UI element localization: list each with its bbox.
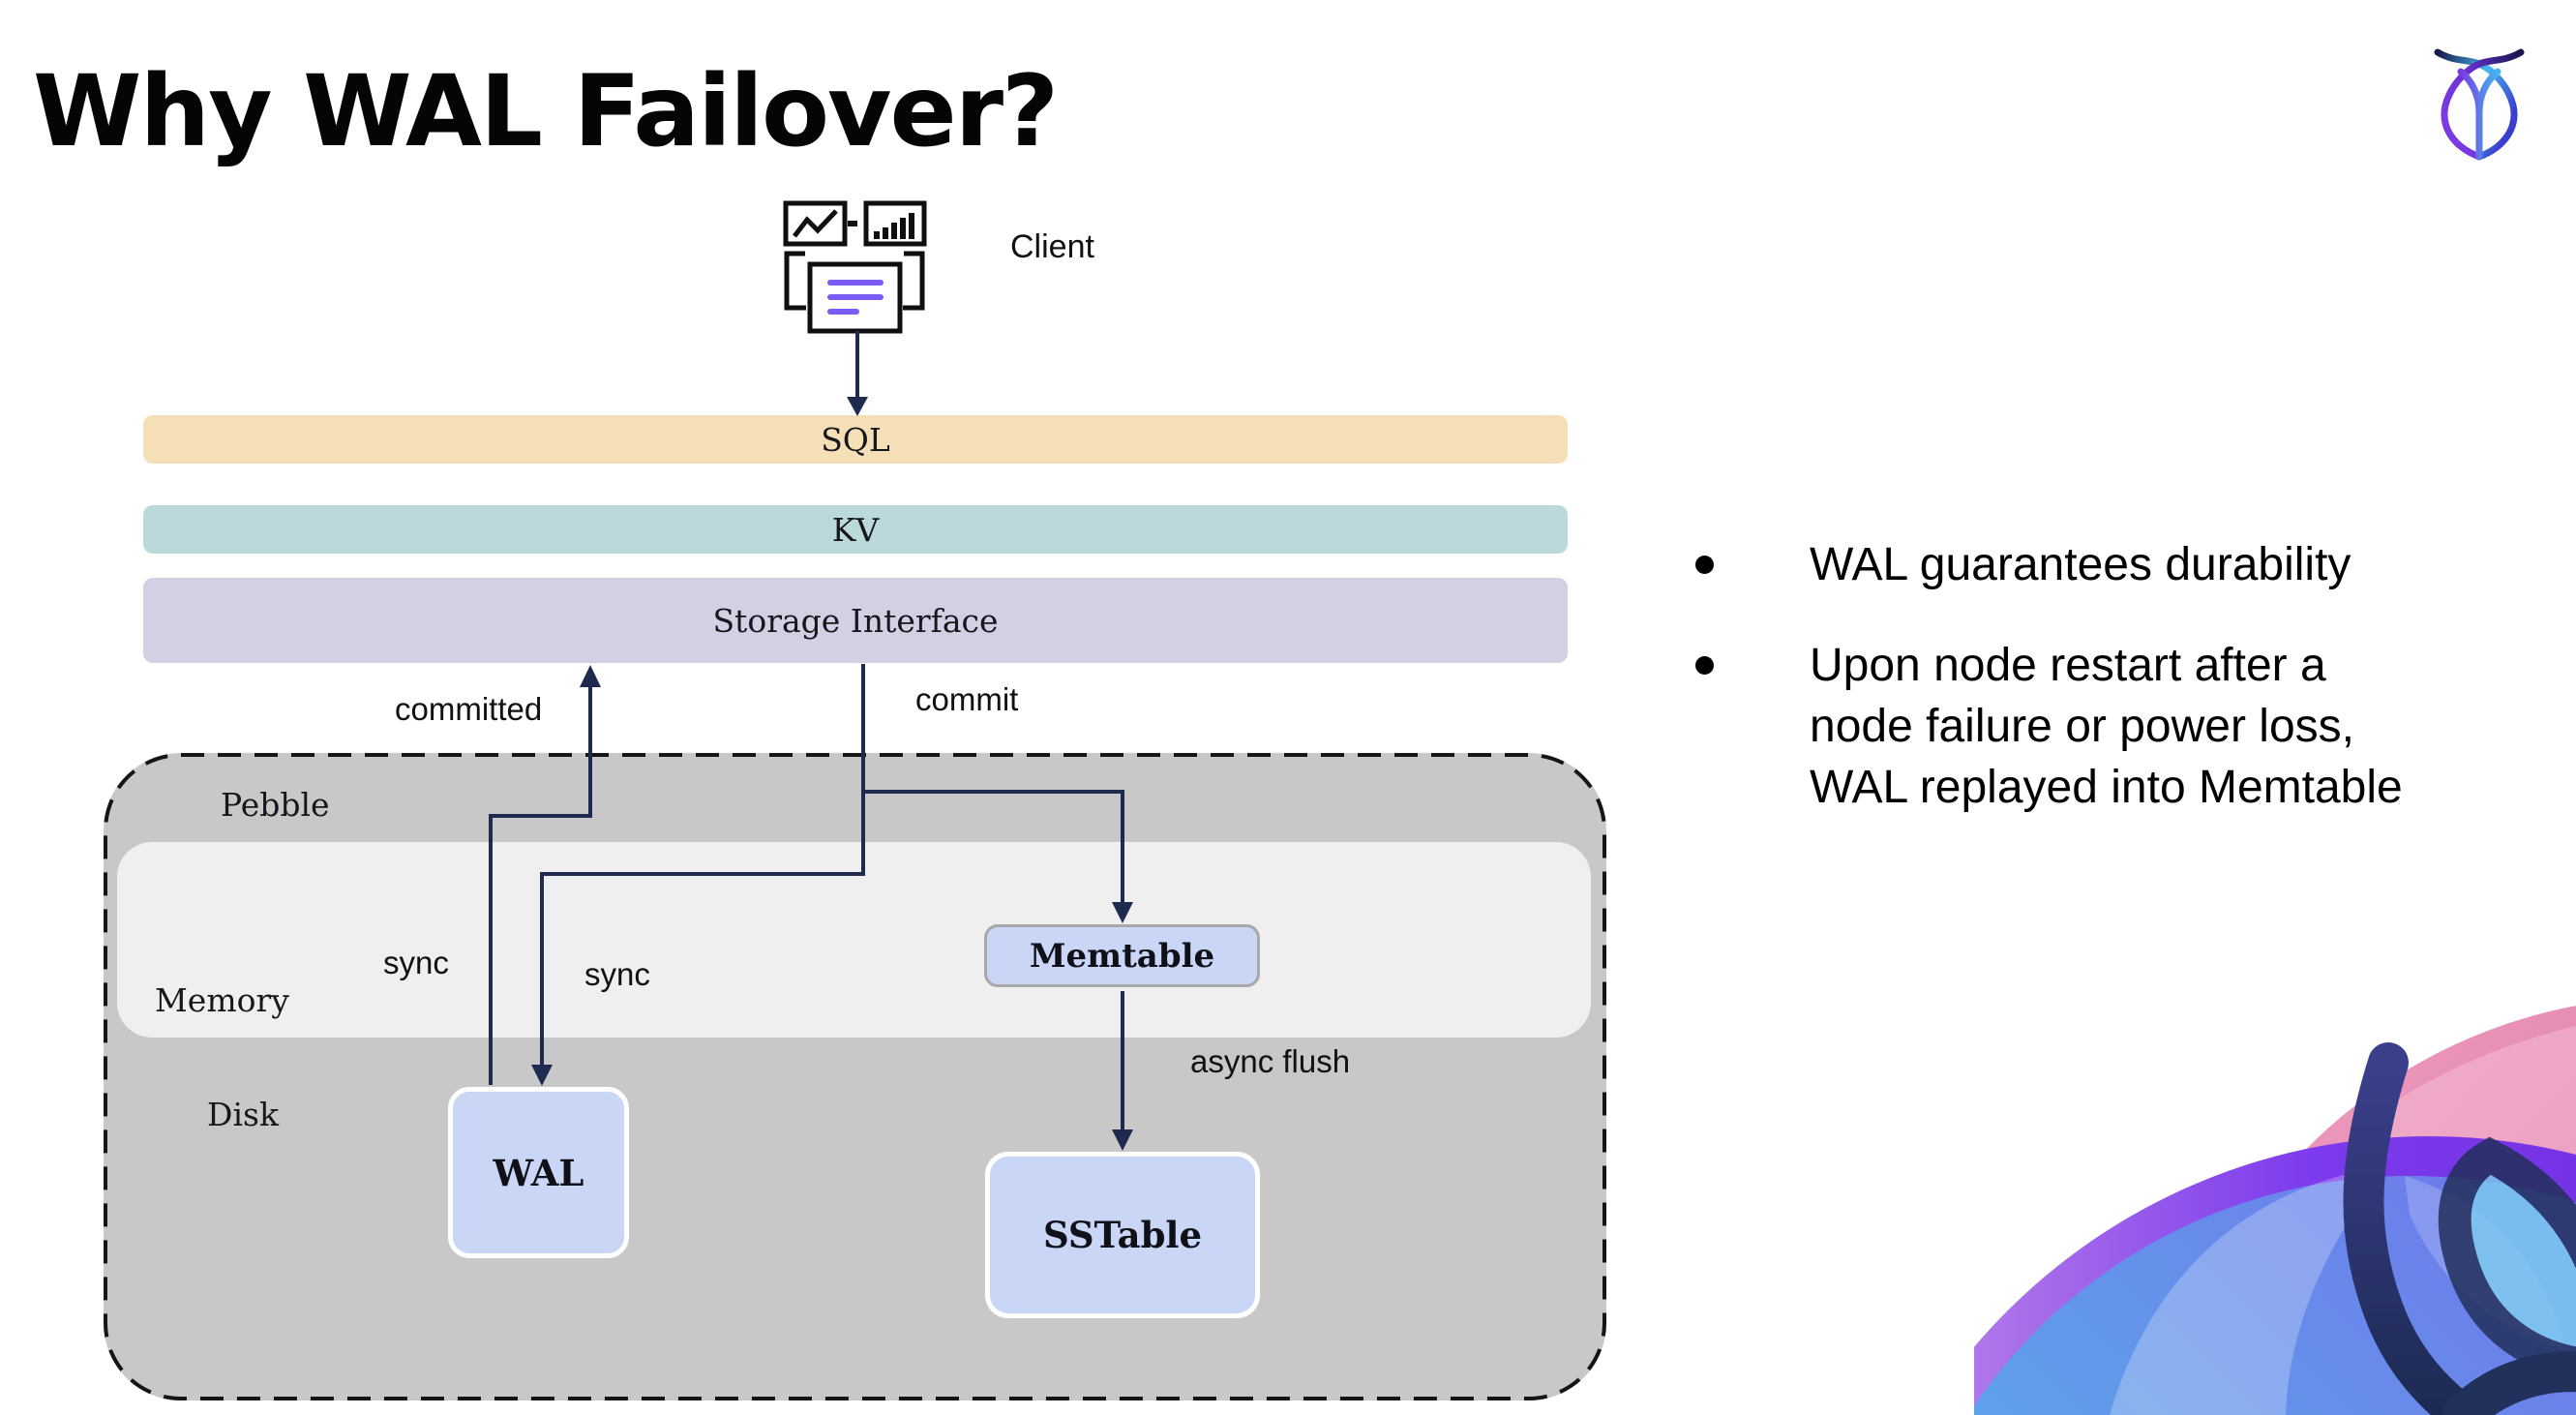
bullet-line: Upon node restart after a <box>1810 640 2326 691</box>
art-roach-stroke <box>2343 1042 2483 1415</box>
layer-bar-storage-interface: Storage Interface <box>143 578 1568 663</box>
node-wal: WAL <box>448 1087 629 1258</box>
bar-chart-bars <box>874 213 914 239</box>
pebble-label: Pebble <box>221 786 330 824</box>
page-title: Why WAL Failover? <box>33 54 1059 169</box>
bullet-line: node failure or power loss, <box>1810 701 2354 752</box>
bar-chart-icon <box>863 200 927 247</box>
memory-region <box>117 842 1591 1038</box>
art-roach-stroke-bottom <box>2442 1351 2576 1415</box>
node-memtable-label: Memtable <box>1029 936 1215 976</box>
client-label: Client <box>1010 228 1094 265</box>
layer-storage-label: Storage Interface <box>712 601 999 640</box>
bullet-item: WAL guarantees durability <box>1695 534 2547 595</box>
memory-label: Memory <box>155 981 289 1019</box>
arrowhead-up-storage <box>580 665 601 687</box>
bracket-right-icon <box>903 251 925 311</box>
bullet-item: Upon node restart after a node failure o… <box>1695 635 2547 818</box>
art-purple-ring <box>1974 1136 2576 1415</box>
cockroachdb-logo-icon <box>2434 48 2525 161</box>
node-sstable: SSTable <box>985 1152 1260 1318</box>
node-sstable-label: SSTable <box>1042 1214 1203 1256</box>
arrowhead-down-sql <box>847 397 868 416</box>
edge-label-sync-right: sync <box>584 956 650 992</box>
edge-label-sync-left: sync <box>383 945 449 980</box>
line-chart-icon <box>783 200 848 247</box>
bullet-dot-icon <box>1695 556 1714 574</box>
bullet-text: Upon node restart after a node failure o… <box>1810 635 2403 818</box>
logo-inner-y-stroke <box>2457 68 2501 161</box>
node-wal-label: WAL <box>493 1151 584 1194</box>
layer-sql-label: SQL <box>821 420 890 459</box>
document-icon <box>807 261 903 334</box>
art-petal-left <box>2110 1166 2385 1415</box>
bullet-text: WAL guarantees durability <box>1810 534 2351 595</box>
line-chart-glyph <box>793 209 838 238</box>
client-terminal-icon <box>783 200 927 334</box>
node-memtable: Memtable <box>984 924 1260 987</box>
edge-label-commit: commit <box>915 681 1019 717</box>
layer-kv-label: KV <box>831 510 880 549</box>
disk-label: Disk <box>207 1096 279 1133</box>
logo-left-body-stroke <box>2441 48 2525 161</box>
bullet-list: WAL guarantees durability Upon node rest… <box>1695 534 2547 858</box>
layer-bar-sql: SQL <box>143 415 1568 464</box>
bullet-line: WAL guarantees durability <box>1810 539 2351 590</box>
logo-right-body-stroke <box>2434 48 2518 161</box>
bracket-left-icon <box>784 251 806 311</box>
edge-label-async-flush: async flush <box>1190 1043 1351 1079</box>
bullet-line: WAL replayed into Memtable <box>1810 762 2403 813</box>
corner-brand-art <box>1974 1006 2576 1415</box>
layer-bar-kv: KV <box>143 505 1568 554</box>
document-text-lines <box>827 280 884 315</box>
bullet-dot-icon <box>1695 656 1714 675</box>
edge-label-committed: committed <box>395 691 543 727</box>
